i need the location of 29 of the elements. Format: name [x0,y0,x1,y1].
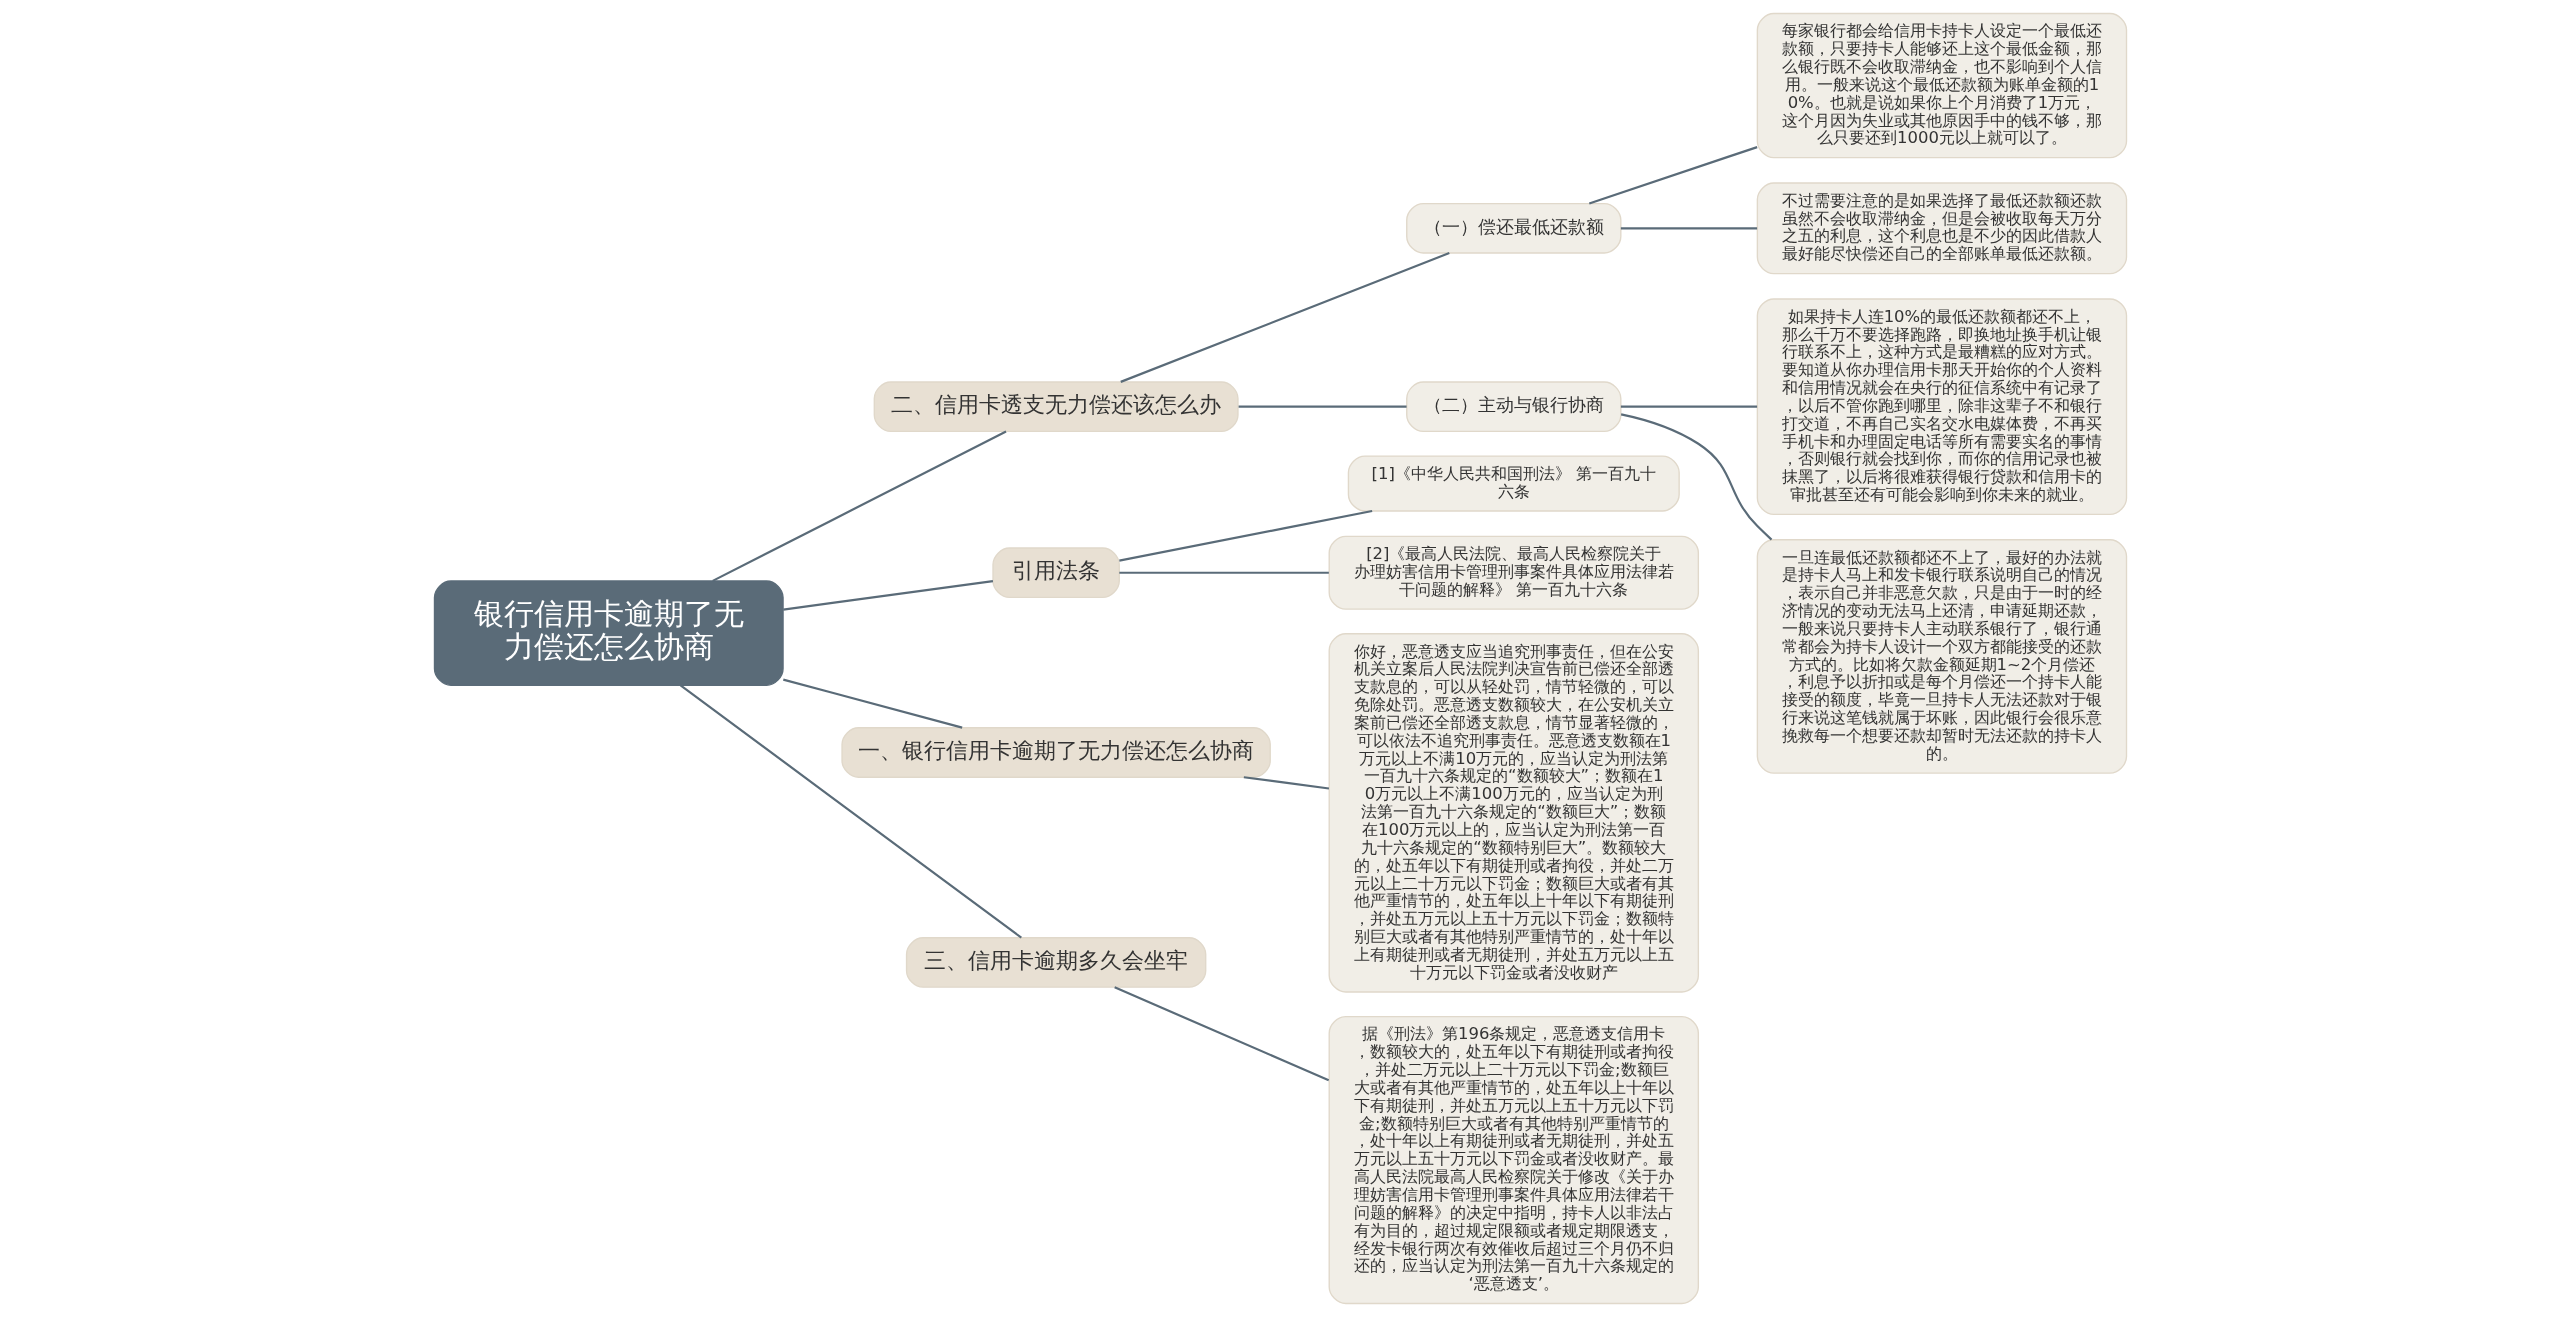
connector [1238,405,1407,408]
connector [1620,227,1757,230]
connector [1243,776,1329,790]
connector [782,580,993,611]
node-box: 银行信用卡逾期了无力偿还怎么协商 [433,580,784,686]
connector [1588,146,1757,205]
node-box: 二、信用卡透支无力偿还该怎么办 [873,381,1239,433]
connector [1119,252,1450,383]
node-box: 不过需要注意的是如果选择了最低还款额还款虽然不会收取滞纳金，但是会被收取每天万分之五的利息，这个利息也是不少的因此借款人最好能尽快偿还自己的全部账单最低还款额。 [1756,182,2127,275]
connector [1620,413,1772,541]
node-box: 引用法条 [991,547,1120,599]
node-box: 三、信用卡逾期多久会坐牢 [905,937,1206,988]
connector [782,678,962,729]
node-box: [1]《中华人民共和国刑法》 第一百九十六条 [1347,455,1680,512]
node-box: 如果持卡人连10%的最低还款额都还不上，那么千万不要选择跑路，即换地址换手机让银行联系不上，这种方式是最糟糕的应对方式。要知道从你办理信用卡那天开始你的个人资料和信用情况就会在央行的征信系统中有记录了，以后不管你跑到哪里，除非这辈子不和银行打交道，不再自己实名交水电媒体费，不再买手机卡和办理固定电话等所有需要实名的事情，否则银行就会找到你，而你的信用记录也被抹黑了，以后将很难获得银行贷款和信用卡的审批甚至还有可能会影响到你未来的就业。 [1756,298,2127,516]
node-box: 一、银行信用卡逾期了无力偿还怎么协商 [840,727,1271,778]
node-box: [2]《最高人民法院、最高人民检察院关于办理妨害信用卡管理刑事案件具体应用法律若干问题的解释》 第一百九十六条 [1328,535,1699,610]
node-box: 据《刑法》第196条规定，恶意透支信用卡，数额较大的，处五年以下有期徒刑或者拘役，并处二万元以上二十万元以下罚金;数额巨大或者有其他严重情节的，处五年以上十年以下有期徒刑，并处五万元以上五十万元以下罚金;数额特别巨大或者有其他特别严重情节的，处十年以上有期徒刑或者无期徒刑，并处五万元以上五十万元以下罚金或者没收财产。最高人民法院最高人民检察院关于修改《关于办理妨害信用卡管理刑事案件具体应用法律若干问题的解释》的决定中指明，持卡人以非法占有为目的，超过规定限额或者规定期限透支，经发卡银行两次有效催收后超过三个月仍不归还的，应当认定为刑法第一百九十六条规定的‘恶意透支’。 [1328,1016,1699,1305]
connector [711,430,1007,582]
connector [679,684,1022,939]
node-box: （二）主动与银行协商 [1405,381,1621,433]
connector [1620,405,1757,408]
node-box: 你好，恶意透支应当追究刑事责任，但在公安机关立案后人民法院判决宣告前已偿还全部透支款息的，可以从轻处罚，情节轻微的，可以免除处罚。恶意透支数额较大，在公安机关立案前已偿还全部透支款息，情节显著轻微的，可以依法不追究刑事责任。恶意透支数额在1万元以上不满10万元的，应当认定为刑法第一百九十六条规定的“数额较大”；数额在10万元以上不满100万元的，应当认定为刑法第一百九十六条规定的“数额巨大”；数额在100万元以上的，应当认定为刑法第一百九十六条规定的“数额特别巨大”。数额较大的，处五年以下有期徒刑或者拘役，并处二万元以上二十万元以下罚金；数额巨大或者有其他严重情节的，处五年以上十年以下有期徒刑，并处五万元以上五十万元以下罚金；数额特别巨大或者有其他特别严重情节的，处十年以上有期徒刑或者无期徒刑，并处五万元以上五十万元以下罚金或者没收财产 [1328,633,1699,993]
node-box: （一）偿还最低还款额 [1405,202,1621,254]
node-box: 每家银行都会给信用卡持卡人设定一个最低还款额，只要持卡人能够还上这个最低金额，那么银行既不会收取滞纳金，也不影响到个人信用。一般来说这个最低还款额为账单金额的10%。也就是说如果你上个月消费了1万元，这个月因为失业或其他原因手中的钱不够，那么只要还到1000元以上就可以了。 [1756,12,2127,159]
connector [1118,509,1372,562]
connector [1118,571,1329,574]
connector [1113,986,1329,1082]
node-box: 一旦连最低还款额都还不上了，最好的办法就是持卡人马上和发卡银行联系说明自己的情况，表示自己并非恶意欠款，只是由于一时的经济情况的变动无法马上还清，申请延期还款，一般来说只要持卡人主动联系银行了，银行通常都会为持卡人设计一个双方都能接受的还款方式的。比如将欠款金额延期1~2个月偿还，利息予以折扣或是每个月偿还一个持卡人能接受的额度，毕竟一旦持卡人无法还款对于银行来说这笔钱就属于坏账，因此银行会很乐意挽救每一个想要还款却暂时无法还款的持卡人的。 [1756,539,2127,774]
